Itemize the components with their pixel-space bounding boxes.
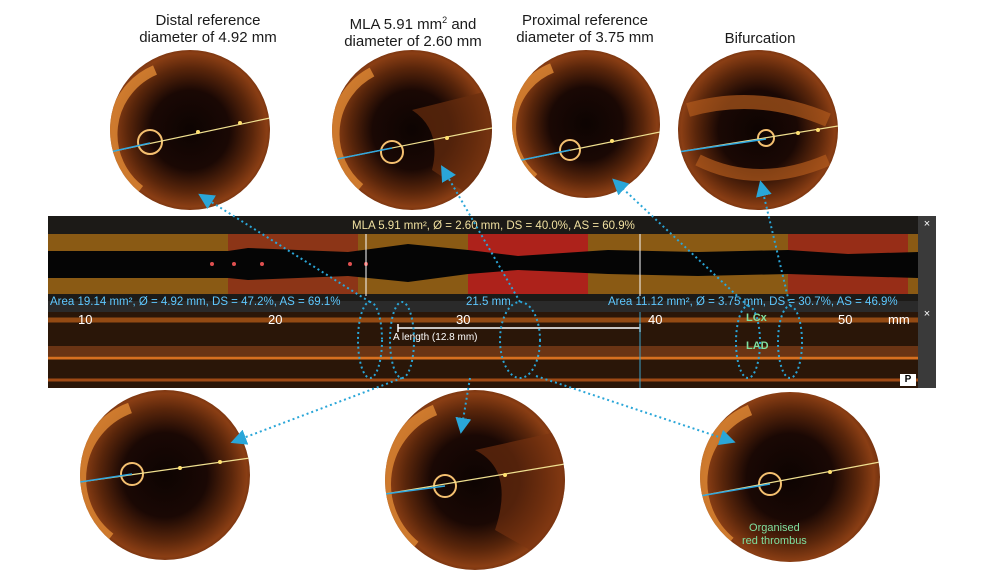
unit-label: mm	[888, 312, 910, 327]
tick-40: 40	[648, 312, 663, 327]
proximal-readout: Area 11.12 mm², Ø = 3.75 mm, DS = 30.7%,…	[608, 296, 898, 308]
caption-proximal: Proximal reference diameter of 3.75 mm	[490, 12, 680, 46]
lad-label: LAD	[746, 340, 769, 352]
p-button[interactable]: P	[900, 374, 916, 386]
caption-distal-line2: diameter of 4.92 mm	[139, 29, 277, 46]
tick-30: 30	[456, 312, 471, 327]
longitudinal-view	[48, 312, 918, 388]
caption-bifurcation: Bifurcation	[724, 30, 796, 47]
a-length-label: A length (12.8 mm)	[393, 332, 478, 343]
caption-distal: Distal reference diameter of 4.92 mm	[108, 12, 308, 46]
caption-mla-line1: MLA 5.91 mm2 and	[349, 15, 477, 33]
caption-distal-line1: Distal reference	[155, 12, 261, 29]
oct-image-bottom-middle	[385, 390, 565, 570]
caption-mla: MLA 5.91 mm2 and diameter of 2.60 mm	[318, 12, 508, 50]
caption-proximal-line2: diameter of 3.75 mm	[516, 29, 654, 46]
oct-image-mla	[332, 50, 492, 210]
caption-mla-line2: diameter of 2.60 mm	[344, 33, 482, 50]
oct-image-bottom-right	[700, 392, 880, 562]
caption-proximal-line1: Proximal reference	[522, 12, 648, 29]
tick-50: 50	[838, 312, 853, 327]
tick-10: 10	[78, 312, 93, 327]
thrombus-label: Organised red thrombus	[742, 522, 807, 547]
sidebar-close-icon-2[interactable]: ×	[923, 308, 931, 320]
oct-image-proximal	[512, 50, 660, 198]
oct-image-bottom-left	[80, 390, 250, 560]
mla-readout: MLA 5.91 mm², Ø = 2.60 mm, DS = 40.0%, A…	[348, 220, 639, 232]
longitudinal-panel: MLA 5.91 mm², Ø = 2.60 mm, DS = 40.0%, A…	[48, 216, 936, 388]
oct-image-distal	[110, 50, 270, 210]
close-icon[interactable]: ×	[923, 218, 931, 230]
panel-sidebar: × ×	[918, 216, 936, 388]
tick-20: 20	[268, 312, 283, 327]
distal-readout: Area 19.14 mm², Ø = 4.92 mm, DS = 47.2%,…	[50, 296, 341, 308]
length-readout: 21.5 mm	[466, 296, 511, 308]
